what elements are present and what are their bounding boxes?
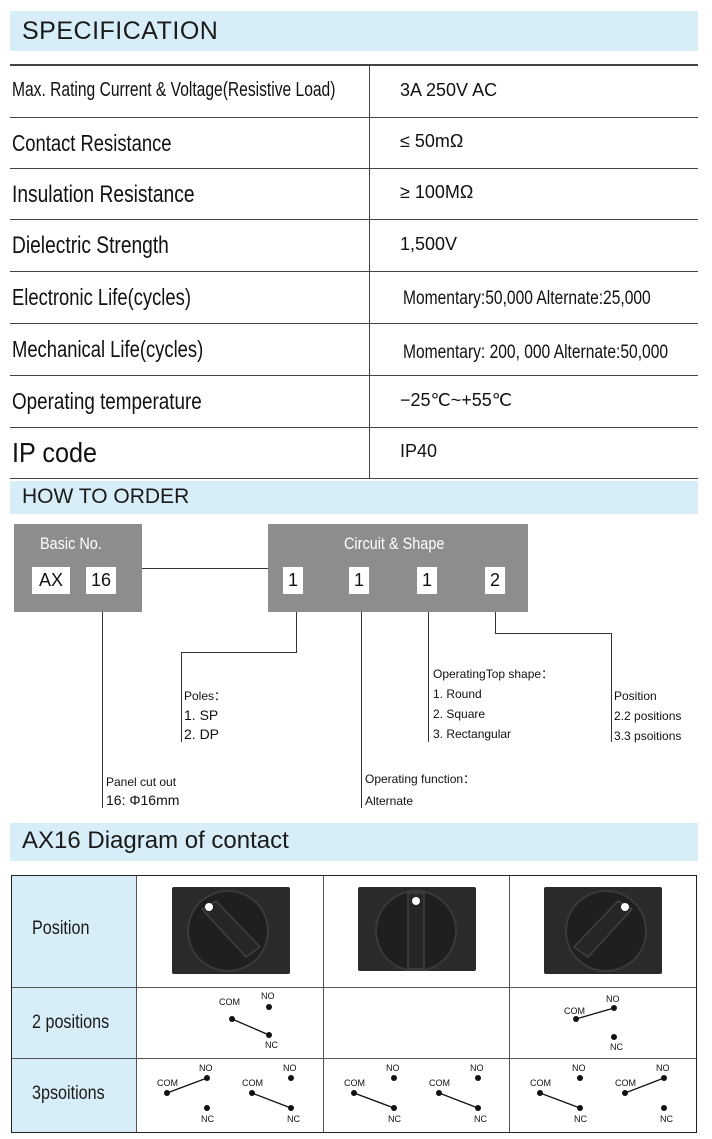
spec-label: Operating temperature bbox=[12, 388, 202, 414]
how-to-order-header: HOW TO ORDER bbox=[10, 481, 698, 514]
svg-text:NO: NO bbox=[283, 1063, 297, 1073]
spec-row: Max. Rating Current & Voltage(Resistive … bbox=[10, 64, 698, 118]
svg-text:NC: NC bbox=[474, 1114, 487, 1124]
position-note: Position 2.2 positions 3.3 psoitions bbox=[614, 689, 682, 743]
svg-text:NO: NO bbox=[386, 1063, 400, 1073]
knob-image bbox=[172, 887, 290, 974]
contact-switch-com-no-icon: COM NO NC bbox=[564, 994, 623, 1052]
contact-switch-pair-center-icon: COM NO NC COM NO NC bbox=[344, 1063, 487, 1124]
panel-cutout-note: Panel cut out 16: Φ16mm bbox=[106, 775, 180, 808]
knob-image bbox=[358, 887, 476, 971]
knob-left-icon bbox=[187, 890, 269, 972]
spec-value: ≤ 50mΩ bbox=[400, 131, 464, 151]
contact-diagram-table: Position 2 positions 3psoitions bbox=[11, 875, 697, 1133]
contact-switch-com-nc-icon: COM NO NC bbox=[219, 991, 278, 1050]
knob-center-icon bbox=[375, 890, 457, 971]
spec-label: Contact Resistance bbox=[12, 130, 172, 156]
svg-text:COM: COM bbox=[242, 1078, 263, 1088]
svg-text:NO: NO bbox=[199, 1063, 213, 1073]
spec-label: Mechanical Life(cycles) bbox=[12, 336, 204, 362]
position-image-cell bbox=[324, 876, 510, 988]
spec-value: −25℃~+55℃ bbox=[400, 390, 513, 410]
spec-value: Momentary: 200, 000 Alternate:50,000 bbox=[403, 342, 669, 363]
row-header-3-positions: 3psoitions bbox=[12, 1059, 137, 1132]
position-image-cell bbox=[137, 876, 324, 988]
spec-value: IP40 bbox=[400, 441, 438, 461]
circuit-shape-box: Circuit & Shape 1 1 1 2 bbox=[268, 524, 528, 612]
poles-note: Poles： 1. SP 2. DP bbox=[184, 689, 227, 742]
row-header-2-positions: 2 positions bbox=[12, 988, 137, 1059]
spec-value: Momentary:50,000 Alternate:25,000 bbox=[403, 288, 651, 309]
three-pos-cell-left: COM NO NC COM NO NC bbox=[137, 1059, 324, 1132]
connector-line bbox=[142, 568, 268, 569]
svg-text:NO: NO bbox=[261, 991, 275, 1001]
svg-text:NC: NC bbox=[287, 1114, 300, 1124]
code-cell-16: 16 bbox=[86, 567, 116, 594]
svg-text:NC: NC bbox=[610, 1042, 623, 1052]
svg-text:NC: NC bbox=[201, 1114, 214, 1124]
circuit-shape-title: Circuit & Shape bbox=[344, 534, 445, 553]
code-cell-ax: AX bbox=[32, 567, 70, 594]
code-cell-position: 2 bbox=[485, 567, 505, 594]
svg-text:NO: NO bbox=[470, 1063, 484, 1073]
spec-label: Dielectric Strength bbox=[12, 232, 169, 259]
svg-text:NO: NO bbox=[656, 1063, 670, 1073]
svg-text:COM: COM bbox=[157, 1078, 178, 1088]
spec-row: Electronic Life(cycles) Momentary:50,000… bbox=[10, 272, 698, 324]
operating-function-note: Operating function： Alternate bbox=[365, 772, 476, 808]
spec-label: Insulation Resistance bbox=[12, 181, 195, 208]
svg-text:COM: COM bbox=[530, 1078, 551, 1088]
svg-text:NO: NO bbox=[572, 1063, 586, 1073]
svg-text:COM: COM bbox=[429, 1078, 450, 1088]
svg-text:NC: NC bbox=[388, 1114, 401, 1124]
two-pos-cell-left: COM NO NC bbox=[137, 988, 324, 1059]
contact-switch-pair-right-icon: COM NO NC COM NO NC bbox=[530, 1063, 673, 1124]
two-pos-cell-center bbox=[324, 988, 510, 1059]
knob-right-icon bbox=[565, 890, 647, 972]
three-pos-cell-center: COM NO NC COM NO NC bbox=[324, 1059, 510, 1132]
svg-text:COM: COM bbox=[344, 1078, 365, 1088]
basic-no-title: Basic No. bbox=[40, 534, 102, 553]
position-image-cell bbox=[510, 876, 696, 988]
svg-text:COM: COM bbox=[615, 1078, 636, 1088]
three-pos-cell-right: COM NO NC COM NO NC bbox=[510, 1059, 696, 1132]
spec-label: Electronic Life(cycles) bbox=[12, 284, 191, 310]
row-header-position: Position bbox=[12, 876, 137, 988]
basic-no-box: Basic No. AX 16 bbox=[14, 524, 142, 612]
svg-text:NC: NC bbox=[265, 1040, 278, 1050]
specification-header: SPECIFICATION bbox=[10, 11, 698, 51]
spec-row: Dielectric Strength 1,500V bbox=[10, 220, 698, 272]
code-cell-top-shape: 1 bbox=[417, 567, 437, 594]
spec-row: Contact Resistance ≤ 50mΩ bbox=[10, 118, 698, 169]
svg-text:COM: COM bbox=[564, 1006, 585, 1016]
svg-text:NC: NC bbox=[660, 1114, 673, 1124]
two-pos-cell-right: COM NO NC bbox=[510, 988, 696, 1059]
svg-text:COM: COM bbox=[219, 997, 240, 1007]
diagram-of-contact-header: AX16 Diagram of contact bbox=[10, 823, 698, 861]
spec-row: Operating temperature −25℃~+55℃ bbox=[10, 376, 698, 428]
svg-text:NC: NC bbox=[574, 1114, 587, 1124]
spec-value: ≥ 100MΩ bbox=[400, 182, 474, 202]
spec-label: Max. Rating Current & Voltage(Resistive … bbox=[12, 79, 336, 101]
svg-text:NO: NO bbox=[606, 994, 620, 1004]
spec-row: Mechanical Life(cycles) Momentary: 200, … bbox=[10, 324, 698, 376]
code-cell-poles: 1 bbox=[283, 567, 303, 594]
spec-row: Insulation Resistance ≥ 100MΩ bbox=[10, 169, 698, 220]
code-cell-function: 1 bbox=[349, 567, 369, 594]
spec-value: 3A 250V AC bbox=[400, 80, 498, 100]
spec-row: IP code IP40 bbox=[10, 428, 698, 479]
contact-switch-pair-left-icon: COM NO NC COM NO NC bbox=[157, 1063, 300, 1124]
specification-table: Max. Rating Current & Voltage(Resistive … bbox=[10, 64, 698, 479]
knob-image bbox=[544, 887, 662, 974]
spec-value: 1,500V bbox=[400, 234, 458, 254]
top-shape-note: OperatingTop shape： 1. Round 2. Square 3… bbox=[433, 667, 554, 741]
spec-label: IP code bbox=[12, 437, 98, 468]
